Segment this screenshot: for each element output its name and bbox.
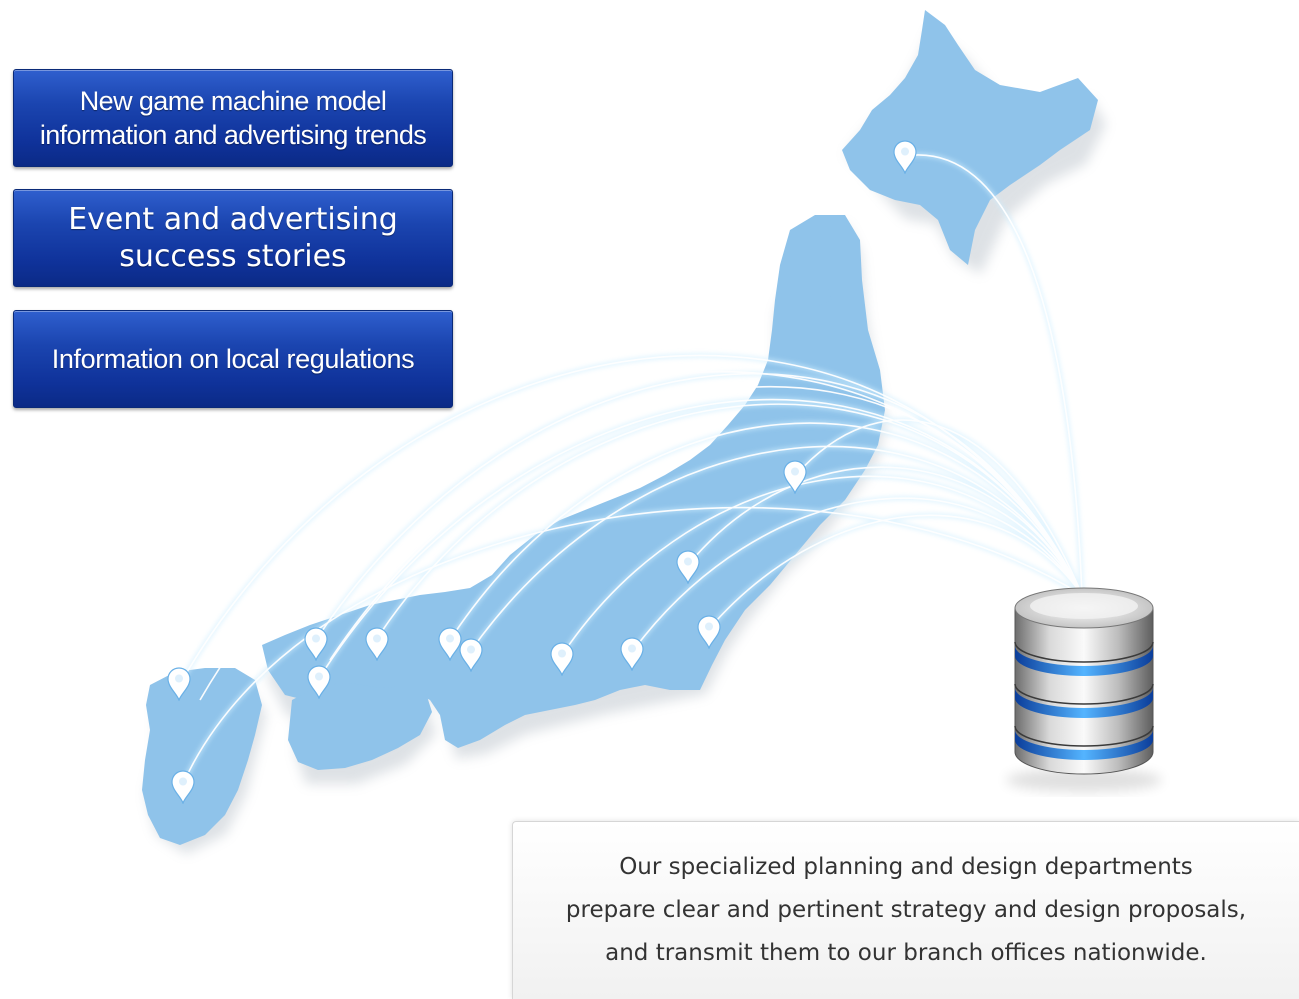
button-label-line: Event and advertising (68, 202, 398, 237)
description-caption: Our specialized planning and design depa… (512, 821, 1299, 999)
database-server-icon (1006, 587, 1162, 792)
button-label-line: Information on local regulations (51, 344, 415, 374)
button-label-line: information and advertising trends (39, 120, 427, 150)
button-label-line: New game machine model (79, 86, 387, 116)
caption-line: and transmit them to our branch offices … (605, 940, 1207, 966)
japan-land (142, 10, 1098, 845)
connection-lines (177, 152, 1085, 788)
new-game-machine-info-button[interactable]: New game machine model information and a… (13, 69, 453, 167)
button-label-line: success stories (119, 239, 347, 274)
event-success-stories-button[interactable]: Event and advertising success stories (13, 189, 453, 287)
caption-line: Our specialized planning and design depa… (619, 854, 1193, 880)
caption-line: prepare clear and pertinent strategy and… (565, 897, 1247, 923)
local-regulations-button[interactable]: Information on local regulations (13, 310, 453, 408)
